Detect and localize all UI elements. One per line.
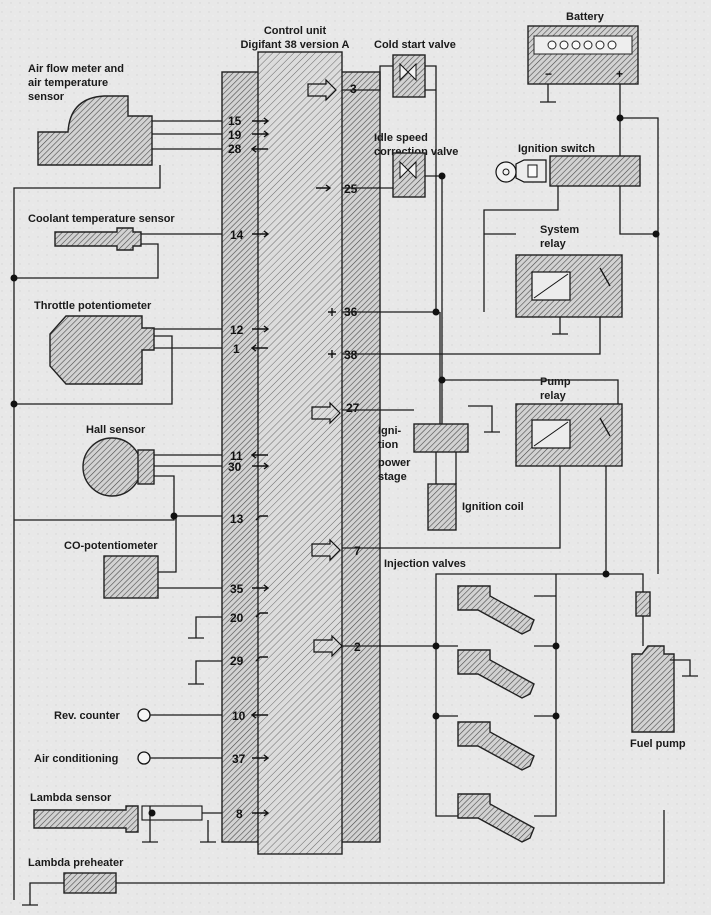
rev-counter-terminal bbox=[137, 708, 151, 722]
fuel-pump-fuse bbox=[635, 591, 651, 617]
pin-2: 2 bbox=[354, 640, 361, 654]
coolant-temperature-sensor bbox=[54, 227, 142, 251]
ignition-coil-label: Ignition coil bbox=[462, 501, 524, 513]
lambda-sensor-label: Lambda sensor bbox=[30, 792, 112, 804]
injection-valves bbox=[457, 585, 535, 843]
pin-15: 15 bbox=[228, 114, 242, 128]
control-unit-title-line1: Control unit bbox=[264, 25, 327, 37]
junction-dots bbox=[10, 114, 660, 817]
rev-counter-label: Rev. counter bbox=[54, 710, 121, 722]
battery-cells bbox=[533, 35, 633, 55]
pin-14: 14 bbox=[230, 228, 244, 242]
injector-2 bbox=[457, 649, 535, 699]
ignition-key-ring bbox=[502, 168, 510, 176]
pin-12: 12 bbox=[230, 323, 244, 337]
cold-start-valve bbox=[392, 54, 426, 98]
air-flow-meter-label-line1: Air flow meter and bbox=[28, 63, 124, 75]
ignition-key-icon bbox=[495, 161, 517, 183]
injector-4 bbox=[457, 793, 535, 843]
pin-29: 29 bbox=[230, 654, 244, 668]
pump-relay-coil-diag bbox=[533, 421, 569, 447]
pin-8: 8 bbox=[236, 807, 243, 821]
pin-20: 20 bbox=[230, 611, 244, 625]
cold-start-valve-label: Cold start valve bbox=[374, 39, 456, 51]
power-stage-label-line3: power bbox=[378, 457, 411, 469]
power-stage-label-line4: stage bbox=[378, 471, 407, 483]
control-unit-core bbox=[257, 51, 343, 855]
co-pot-label: CO-potentiometer bbox=[64, 540, 158, 552]
pin-19: 19 bbox=[228, 128, 242, 142]
pin-35: 35 bbox=[230, 582, 244, 596]
lambda-sensor bbox=[33, 805, 139, 833]
pin-25: 25 bbox=[344, 182, 358, 196]
system-relay-contact bbox=[599, 267, 611, 287]
pump-relay-label-line2: relay bbox=[540, 390, 567, 402]
idle-valve-label-line1: Idle speed bbox=[374, 132, 428, 144]
hall-sensor-label: Hall sensor bbox=[86, 424, 146, 436]
ignition-coil bbox=[427, 483, 457, 531]
pump-relay-contact bbox=[599, 417, 611, 437]
co-potentiometer bbox=[103, 555, 159, 599]
pin-13: 13 bbox=[230, 512, 244, 526]
system-relay-coil-diag bbox=[533, 273, 569, 299]
wiring bbox=[13, 65, 698, 906]
pump-relay-label-line1: Pump bbox=[540, 376, 571, 388]
pin-38: 38 bbox=[344, 348, 358, 362]
power-stage-label-line2: tion bbox=[378, 439, 398, 451]
battery-label: Battery bbox=[566, 11, 605, 23]
battery-plus: + bbox=[616, 67, 623, 81]
pin-37: 37 bbox=[232, 752, 246, 766]
pin-7: 7 bbox=[354, 544, 361, 558]
control-unit bbox=[221, 51, 381, 855]
air-conditioning-terminal bbox=[137, 751, 151, 765]
pin-1: 1 bbox=[233, 342, 240, 356]
system-relay-label-line1: System bbox=[540, 224, 579, 236]
air-conditioning-label: Air conditioning bbox=[34, 753, 118, 765]
ignition-key-slot bbox=[527, 164, 538, 178]
fuel-pump-label: Fuel pump bbox=[630, 738, 686, 750]
idle-speed-correction-valve bbox=[392, 152, 426, 198]
coolant-sensor-label: Coolant temperature sensor bbox=[28, 213, 175, 225]
output-stage-symbols bbox=[307, 78, 343, 658]
throttle-potentiometer bbox=[49, 315, 155, 385]
pin-arrows bbox=[250, 117, 336, 817]
air-flow-meter-label-line3: sensor bbox=[28, 91, 65, 103]
pin-30: 30 bbox=[228, 460, 242, 474]
valve-icon bbox=[399, 62, 417, 82]
pin-10: 10 bbox=[232, 709, 246, 723]
throttle-pot-label: Throttle potentiometer bbox=[34, 300, 152, 312]
hall-sensor-connector bbox=[137, 449, 155, 485]
ignition-switch-label: Ignition switch bbox=[518, 143, 595, 155]
lambda-preheater-label: Lambda preheater bbox=[28, 857, 124, 869]
pin-3: 3 bbox=[350, 82, 357, 96]
valve-icon bbox=[399, 160, 417, 180]
battery-minus: − bbox=[545, 67, 552, 81]
pin-11: 11 bbox=[230, 449, 243, 463]
injection-valves-label: Injection valves bbox=[384, 558, 466, 570]
system-relay-label-line2: relay bbox=[540, 238, 567, 250]
pin-27: 27 bbox=[346, 401, 360, 415]
ignition-switch bbox=[549, 155, 641, 187]
lambda-preheater bbox=[63, 872, 117, 894]
air-flow-meter bbox=[37, 95, 153, 166]
hall-sensor bbox=[82, 437, 142, 497]
control-unit-title-line2: Digifant 38 version A bbox=[240, 39, 349, 51]
air-flow-meter-label-line2: air temperature bbox=[28, 77, 108, 89]
injector-3 bbox=[457, 721, 535, 771]
battery-caps bbox=[547, 40, 617, 50]
fuel-pump bbox=[631, 645, 675, 733]
pin-28: 28 bbox=[228, 142, 242, 156]
injector-1 bbox=[457, 585, 535, 635]
power-stage-label-line1: Igni- bbox=[378, 425, 402, 437]
ignition-power-stage bbox=[413, 423, 469, 453]
